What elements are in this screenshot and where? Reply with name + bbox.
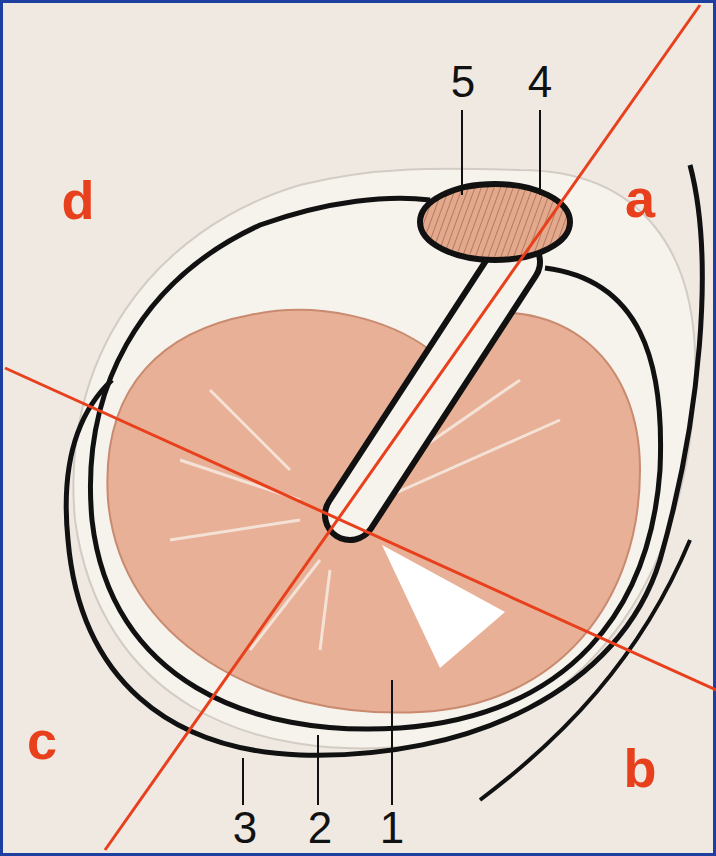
white-wedge — [382, 545, 505, 668]
section-line — [5, 368, 716, 690]
section-line — [105, 5, 700, 850]
callout-number: 1 — [380, 806, 404, 850]
layer-line — [480, 540, 690, 800]
section-letter: b — [624, 741, 657, 795]
callout-number: 2 — [308, 806, 332, 850]
section-letter: c — [27, 713, 57, 767]
outer-layer — [73, 169, 695, 749]
section-letter: a — [625, 171, 655, 225]
duct — [350, 262, 515, 515]
layer-line — [66, 165, 702, 755]
callout-number: 3 — [233, 806, 257, 850]
section-letter: d — [62, 173, 95, 227]
duct-outline — [350, 262, 515, 515]
leader-lines — [243, 110, 540, 805]
callout-number: 4 — [528, 60, 552, 104]
callout-number: 5 — [451, 60, 475, 104]
